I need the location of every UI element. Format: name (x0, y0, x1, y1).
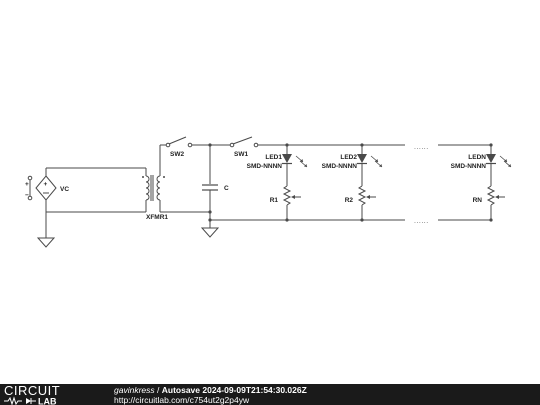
led-name-label: LED1 (265, 154, 282, 161)
led-part-label: SMD-NNNN (247, 163, 283, 170)
led-2[interactable] (357, 154, 383, 168)
resistor-label: RN (473, 197, 483, 204)
footer-separator: / (154, 385, 162, 395)
source-terminals: + − (25, 175, 33, 201)
ac-source-vc[interactable]: + VC (35, 168, 69, 212)
footer-bar: CIRCUIT LAB gavinkress / Autosave 2024-0… (0, 384, 540, 405)
resistor-label: R2 (345, 197, 354, 204)
sw1-label: SW1 (234, 151, 248, 158)
circuitlab-logo[interactable]: CIRCUIT LAB (4, 384, 94, 405)
resistor-label: R1 (270, 197, 279, 204)
footer-credit: gavinkress / Autosave 2024-09-09T21:54:3… (114, 385, 307, 405)
circuit-url[interactable]: http://circuitlab.com/c754ut2g2p4yw (114, 395, 250, 405)
source-plus-sign: + (44, 181, 48, 188)
led-branch-3: LEDN SMD-NNNN RN (451, 143, 512, 222)
source-label: VC (60, 186, 69, 193)
ellipsis-top: ...... (414, 144, 429, 151)
terminal-minus: − (25, 192, 29, 199)
circuit-title: Autosave 2024-09-09T21:54:30.026Z (161, 385, 307, 395)
footer-title-line: gavinkress / Autosave 2024-09-09T21:54:3… (114, 385, 307, 395)
led-3[interactable] (486, 154, 512, 168)
resistor-2[interactable] (357, 185, 376, 206)
circuit-schematic: + VC + − XFMR1 SW2 (25, 136, 512, 248)
led-name-label: LED2 (340, 154, 357, 161)
terminal-plus: + (25, 181, 29, 188)
capacitor-label: C (224, 185, 229, 192)
capacitor-c[interactable]: C (202, 184, 229, 192)
led-part-label: SMD-NNNN (451, 163, 487, 170)
sw2-label: SW2 (170, 151, 184, 158)
resistor-3[interactable] (486, 185, 505, 206)
ground-symbol-source (36, 237, 56, 248)
author-link[interactable]: gavinkress (114, 385, 155, 395)
transformer-xfmr1[interactable]: XFMR1 (142, 168, 168, 221)
resistor-1[interactable] (282, 185, 301, 206)
ground-symbol-capacitor (200, 227, 220, 238)
led-1[interactable] (282, 154, 308, 168)
transformer-label: XFMR1 (146, 214, 168, 221)
led-name-label: LEDN (468, 154, 486, 161)
led-part-label: SMD-NNNN (322, 163, 358, 170)
switch-sw1[interactable]: SW1 (210, 136, 405, 158)
logo-bottom-text: LAB (38, 397, 57, 405)
logo-top-text: CIRCUIT (4, 384, 60, 398)
switch-sw2[interactable]: SW2 (160, 136, 210, 158)
ellipsis-bottom: ...... (414, 218, 429, 225)
